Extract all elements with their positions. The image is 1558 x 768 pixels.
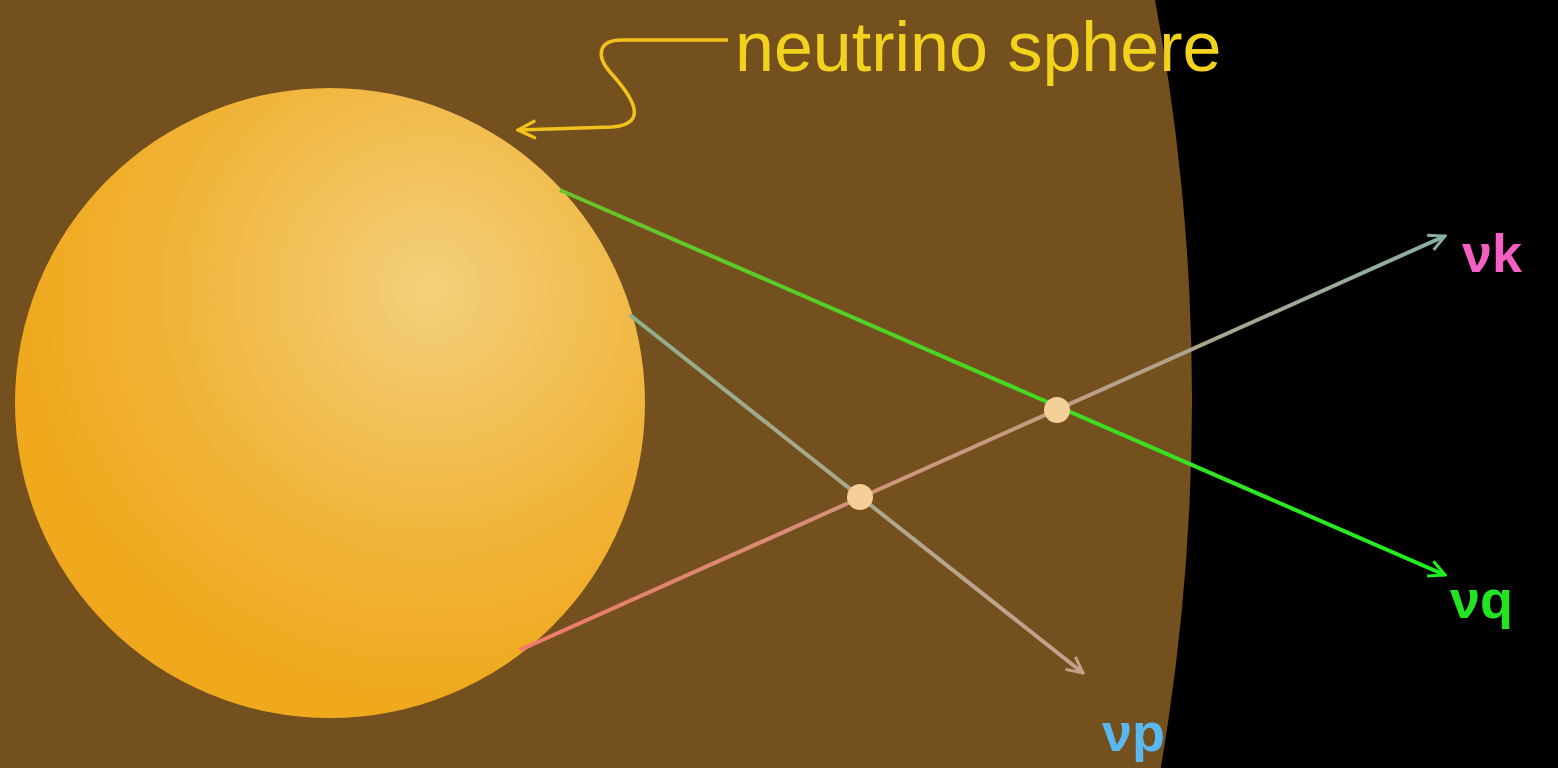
interaction-point [1044,397,1070,423]
neutrino-label: νq [1450,572,1513,626]
neutrino-ray [630,315,1083,673]
neutrino-sphere [15,88,645,718]
leader-squiggle [518,40,728,130]
neutrino-ray [520,236,1445,650]
neutrino-ray [560,190,1445,575]
interaction-point [847,484,873,510]
neutrino-label: νk [1462,226,1522,280]
neutrino-label: νp [1102,705,1165,759]
envelope-region [0,0,1192,768]
sphere-label: neutrino sphere [735,12,1221,82]
